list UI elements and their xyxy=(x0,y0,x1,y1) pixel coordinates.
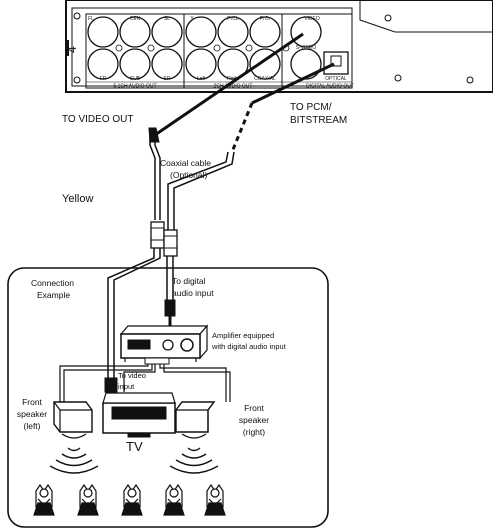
jack-fl xyxy=(87,16,119,48)
video-cable xyxy=(104,32,304,393)
listener-figure xyxy=(121,483,143,516)
svg-text:FR: FR xyxy=(100,76,107,82)
group-label-digital: DIGITAL AUDIO OUT xyxy=(306,84,354,90)
connection-example-box xyxy=(7,267,329,528)
label-to-pcm: TO PCM/ xyxy=(290,102,332,113)
label-bitstream: BITSTREAM xyxy=(290,115,347,126)
jack-left xyxy=(185,48,217,80)
sound-waves-right xyxy=(169,447,219,474)
svg-text:FL: FL xyxy=(88,16,94,22)
screw-hole xyxy=(394,74,402,82)
label-input: input xyxy=(118,382,135,391)
coax-cable-ferrite xyxy=(163,229,178,257)
jack-video xyxy=(290,16,322,48)
svg-text:Y: Y xyxy=(190,16,194,22)
svg-text:VIDEO: VIDEO xyxy=(304,16,320,22)
label-example: Example xyxy=(37,290,70,300)
group-label-51ch: 5.1CH AUDIO OUT xyxy=(113,84,156,90)
listener-figure xyxy=(33,483,55,516)
screw-hole xyxy=(73,76,81,84)
jack-optical xyxy=(323,51,349,75)
listener-figure xyxy=(77,483,99,516)
player-rear-panel: 4 5.1CH AUDIO OUT 2CH AUDIO OUT DIGITAL … xyxy=(65,0,493,93)
front-speaker-left xyxy=(53,401,93,439)
jack-sub xyxy=(119,48,151,80)
jack-pr xyxy=(249,16,281,48)
label-to-video-input: To video xyxy=(118,371,146,380)
svg-text:Left: Left xyxy=(197,76,206,82)
screw-hole xyxy=(73,12,81,20)
group-label-2ch: 2CH AUDIO OUT xyxy=(214,84,253,90)
label-front-right-2: speaker xyxy=(239,415,269,425)
label-front-left-3: (left) xyxy=(24,421,41,431)
svg-text:Right: Right xyxy=(227,76,239,82)
label-yellow: Yellow xyxy=(62,193,93,205)
svg-text:4: 4 xyxy=(65,46,79,53)
listener-figure xyxy=(163,483,185,516)
svg-text:OPTICAL: OPTICAL xyxy=(325,76,347,82)
video-cable-ferrite xyxy=(150,221,165,249)
label-audio-input: audio input xyxy=(172,288,214,298)
label-front-left-1: Front xyxy=(22,397,42,407)
screw-hole xyxy=(384,14,392,22)
label-connection: Connection xyxy=(31,278,74,288)
label-coaxial-cable: Coaxial cable xyxy=(160,158,211,168)
jack-pb xyxy=(217,16,249,48)
svg-text:PrCb: PrCb xyxy=(227,16,239,22)
jack-fr xyxy=(87,48,119,80)
label-tv: TV xyxy=(126,439,143,454)
tv xyxy=(102,392,176,438)
front-speaker-right xyxy=(175,401,216,439)
svg-text:CEN: CEN xyxy=(130,16,141,22)
jack-cen xyxy=(119,16,151,48)
sound-waves-left xyxy=(49,447,99,474)
label-front-left-2: speaker xyxy=(17,409,47,419)
jack-sr xyxy=(151,48,183,80)
listener-figure xyxy=(204,483,226,516)
svg-text:SR: SR xyxy=(164,76,171,82)
label-to-digital: To digital xyxy=(172,276,206,286)
svg-text:PrCr: PrCr xyxy=(260,16,271,22)
coaxial-cable xyxy=(163,62,335,330)
jack-right xyxy=(217,48,249,80)
label-amplifier-sub: with digital audio input xyxy=(211,342,287,351)
svg-text:SUB: SUB xyxy=(130,76,141,82)
audience xyxy=(33,483,226,516)
svg-text:S-VIDEO: S-VIDEO xyxy=(296,45,317,51)
amplifier xyxy=(119,324,209,365)
label-to-video-out: TO VIDEO OUT xyxy=(62,114,134,125)
svg-text:SL: SL xyxy=(164,16,170,22)
jack-y xyxy=(185,16,217,48)
label-optional: (Optional) xyxy=(170,170,207,180)
label-front-right-1: Front xyxy=(244,403,264,413)
label-amplifier: Amplifier equipped xyxy=(212,331,274,340)
screw-hole xyxy=(466,76,474,84)
jack-sl xyxy=(151,16,183,48)
speaker-wires xyxy=(59,364,231,404)
svg-text:COAXIAL: COAXIAL xyxy=(254,76,276,82)
jack-svideo xyxy=(290,48,322,80)
label-front-right-3: (right) xyxy=(243,427,265,437)
